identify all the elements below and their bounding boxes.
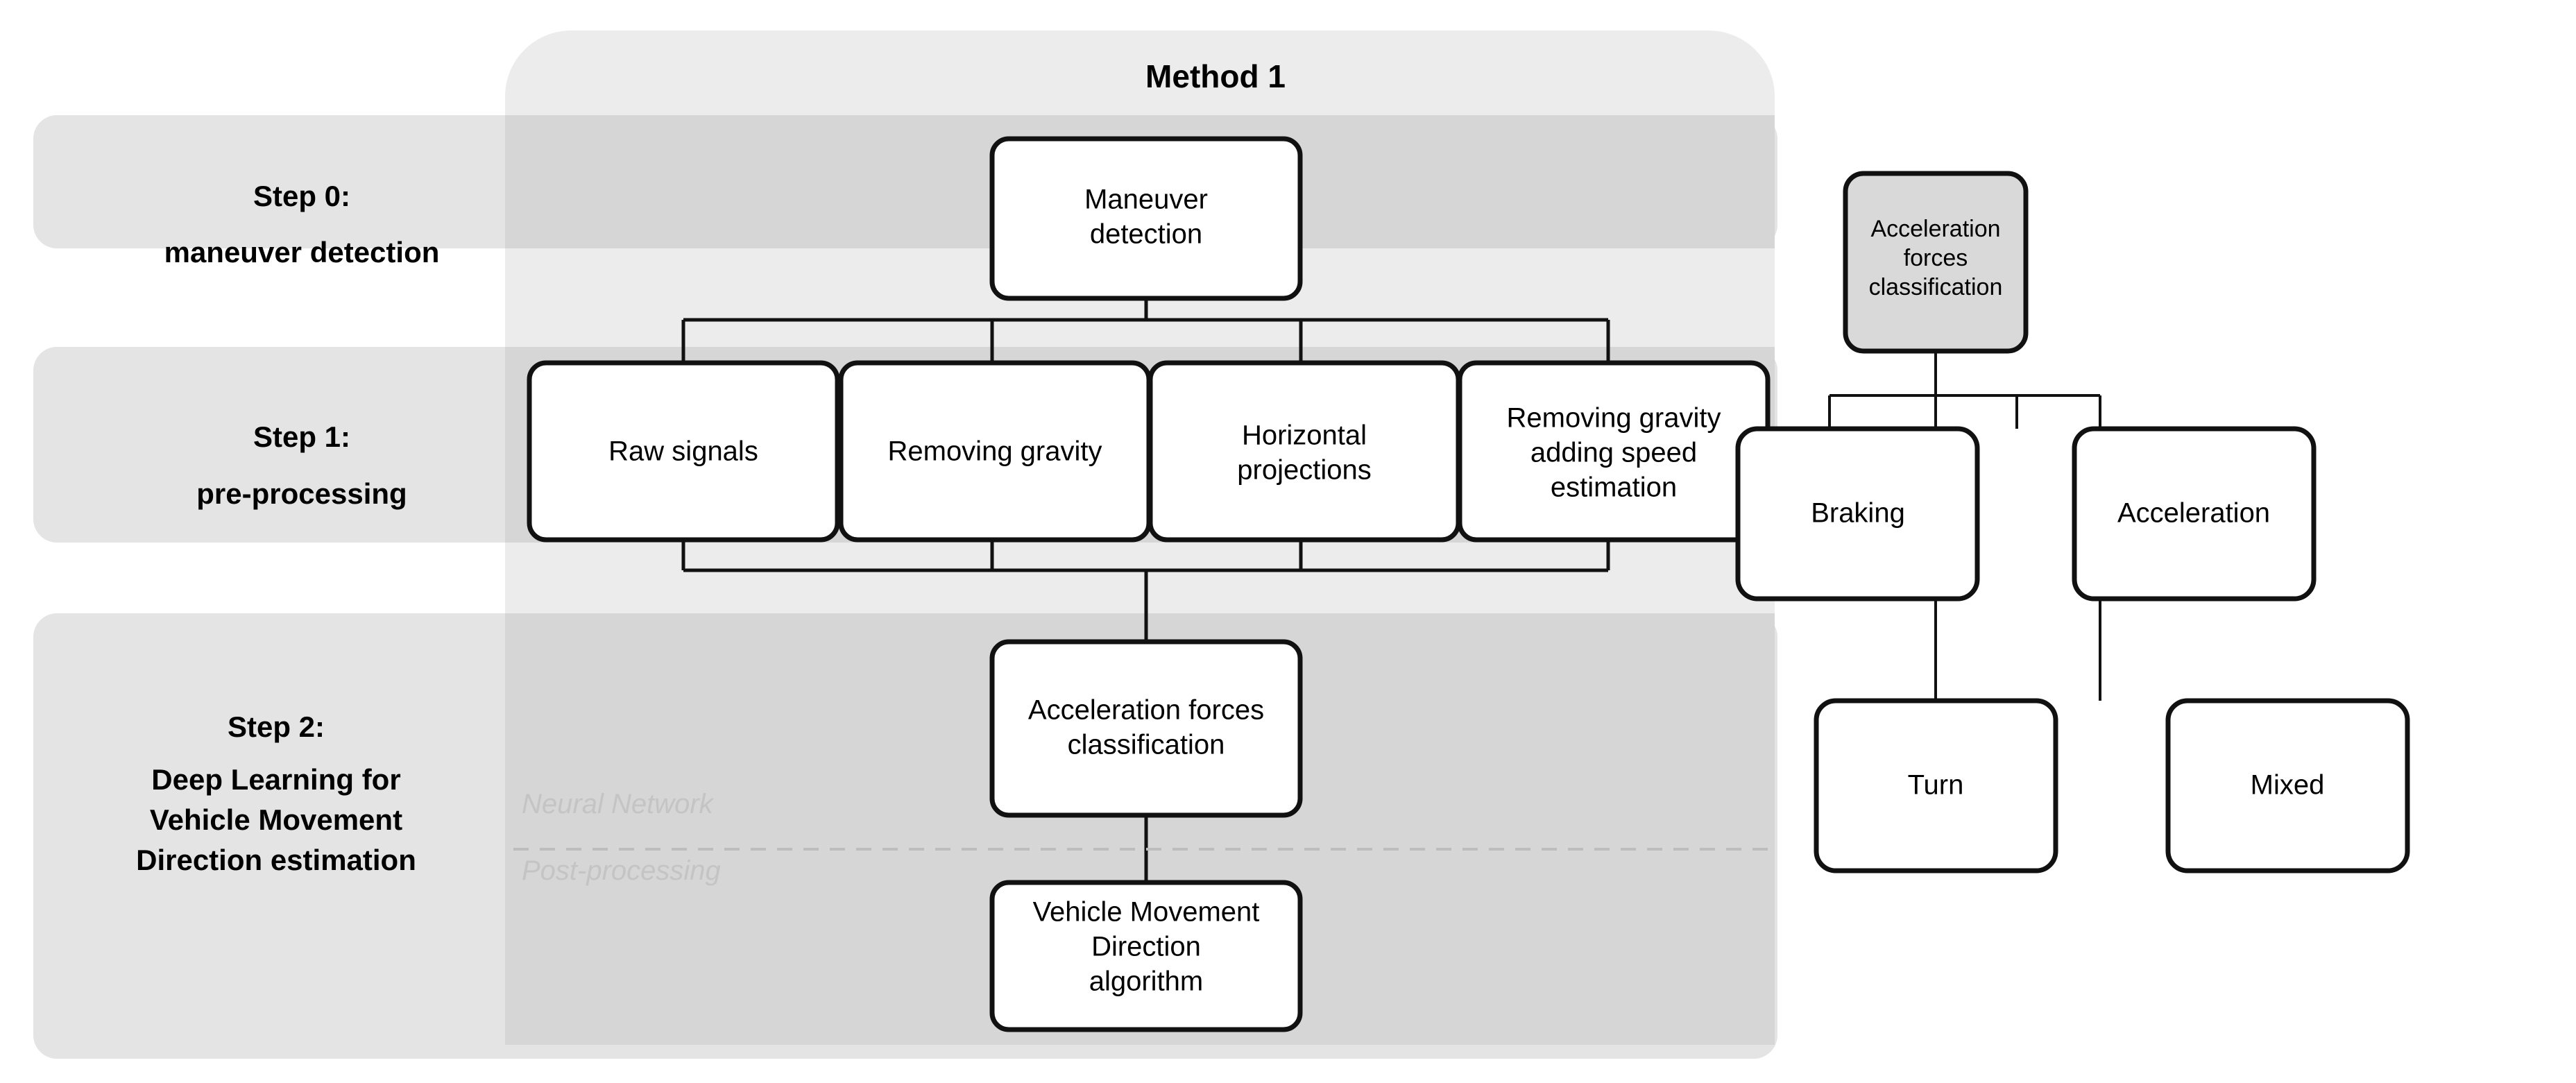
node-acceleration-forces-classification-line1: Acceleration forces [1028,695,1264,726]
node-removing-gravity-speed-line1: Removing gravity [1506,403,1721,434]
node-acceleration-forces-classification[interactable]: Acceleration forces classification [989,639,1303,818]
step-2-line2b: Vehicle Movement [150,803,402,836]
taxonomy-node-root-box[interactable] [1843,171,2029,354]
taxonomy-node-braking-box[interactable] [1735,426,1980,602]
step-label-1: Step 1: pre-processing [196,420,407,510]
step-0-line2: maneuver detection [164,236,440,268]
taxonomy-node-turn-label: Turn [1908,770,1964,801]
step-2-line2a: Deep Learning for [151,763,400,796]
step-label-0: Step 0: maneuver detection [164,180,440,268]
taxonomy-node-braking[interactable]: Braking [1735,426,1980,602]
node-maneuver-detection-box[interactable] [989,136,1303,301]
taxonomy-node-acceleration-box[interactable] [2072,426,2317,602]
ghost-label-post-processing: Post-processing [522,855,721,886]
step-0-line1: Step 0: [253,180,350,212]
connector-root-to-preprocessing [681,298,1610,363]
taxonomy-root-line3: classification [1869,274,2003,300]
taxonomy-node-mixed-box[interactable] [2165,698,2410,873]
step-2-line1: Step 2: [228,710,325,743]
node-vehicle-movement-direction-algorithm-line2: Direction [1091,932,1201,962]
taxonomy-root-line2: forces [1904,245,1968,271]
node-raw-signals-line1: Raw signals [608,436,758,467]
node-removing-gravity-speed[interactable]: Removing gravity adding speed estimation [1457,360,1771,543]
node-removing-gravity-speed-line3: estimation [1551,472,1677,503]
node-horizontal-projections-box[interactable] [1148,360,1461,543]
node-acceleration-forces-classification-line2: classification [1068,730,1225,760]
taxonomy-node-turn[interactable]: Turn [1814,698,2058,873]
node-acceleration-forces-classification-box[interactable] [989,639,1303,818]
taxonomy-node-mixed[interactable]: Mixed [2165,698,2410,873]
taxonomy-node-braking-label: Braking [1811,498,1905,529]
step-1-line2: pre-processing [196,477,407,510]
node-horizontal-projections-line2: projections [1237,455,1371,486]
node-vehicle-movement-direction-algorithm-line1: Vehicle Movement [1033,897,1260,928]
taxonomy-node-turn-box[interactable] [1814,698,2058,873]
node-raw-signals[interactable]: Raw signals [527,360,840,543]
node-removing-gravity-speed-line2: adding speed [1530,438,1697,468]
connector-preprocessing-to-classifier [681,540,1610,642]
taxonomy-node-acceleration-label: Acceleration [2117,498,2270,529]
taxonomy-root-line1: Acceleration [1870,216,2000,242]
step-label-2: Step 2: Deep Learning for Vehicle Moveme… [136,710,416,876]
method-title: Method 1 [1145,58,1286,94]
node-vehicle-movement-direction-algorithm[interactable]: Vehicle Movement Direction algorithm [989,880,1303,1032]
taxonomy-node-mixed-label: Mixed [2251,770,2325,801]
taxonomy-node-acceleration-forces-classification[interactable]: Acceleration forces classification [1843,171,2029,354]
node-maneuver-detection[interactable]: Maneuver detection [989,136,1303,301]
step-2-line2c: Direction estimation [136,844,416,876]
node-maneuver-detection-line2: detection [1090,219,1202,250]
node-raw-signals-box[interactable] [527,360,840,543]
node-removing-gravity[interactable]: Removing gravity [838,360,1152,543]
node-horizontal-projections[interactable]: Horizontal projections [1148,360,1461,543]
node-removing-gravity-line1: Removing gravity [887,436,1102,467]
node-vehicle-movement-direction-algorithm-line3: algorithm [1089,966,1204,997]
ghost-label-neural-network: Neural Network [522,789,715,819]
node-vehicle-movement-direction-algorithm-box[interactable] [989,880,1303,1032]
node-maneuver-detection-line1: Maneuver [1084,185,1208,215]
node-horizontal-projections-line1: Horizontal [1242,420,1367,451]
taxonomy-node-acceleration[interactable]: Acceleration [2072,426,2317,602]
step-1-line1: Step 1: [253,420,350,453]
